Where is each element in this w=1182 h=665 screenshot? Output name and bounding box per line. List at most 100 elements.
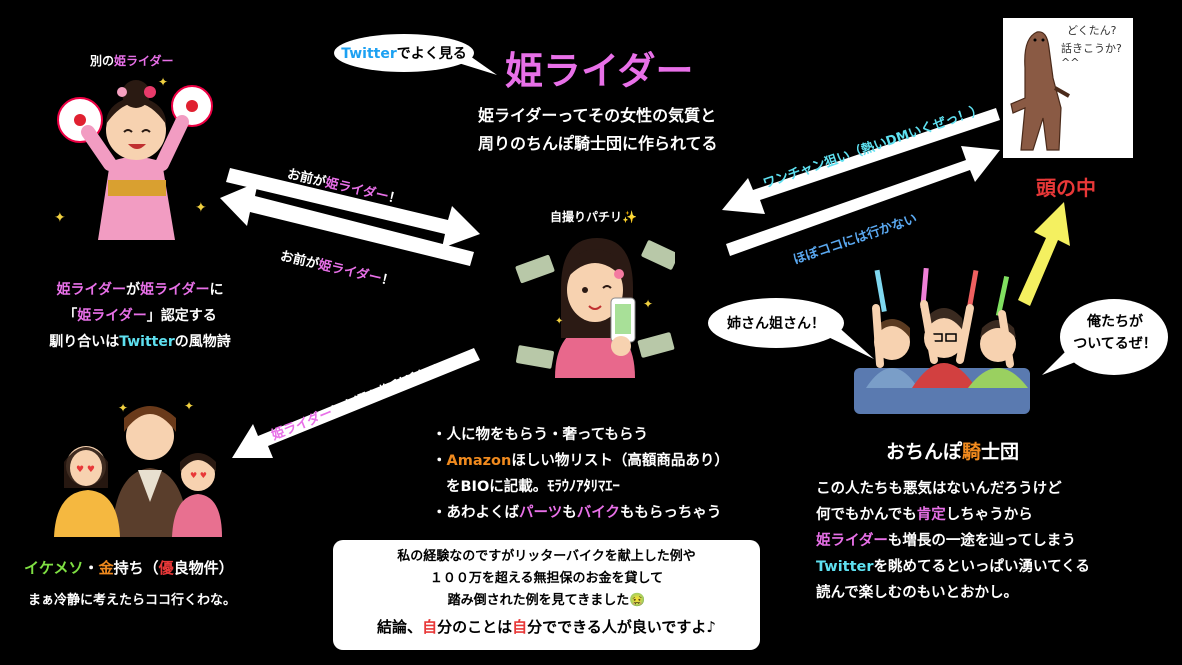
conclusion-line-3: 踏み倒された例を見てきました🤢 [333,590,760,612]
knights-illustration [852,268,1032,416]
bullet3-b: パーツ [519,505,562,521]
money-bill-icon [515,254,555,283]
cl4-e: 分でできる人が良いですよ♪ [527,618,716,636]
label-b: にも選ぶ権利がある [329,362,443,420]
knights-title: おちんぽ騎士団 [886,437,1019,464]
desc-l2-b: 姫ライダー [77,308,146,324]
desc-line-3: 馴り合いはTwitterの風物詩 [30,329,250,355]
handwritten-line-1: どくたん? [1067,22,1117,38]
desc-line-1: 姫ライダーが姫ライダーに [30,277,250,303]
knights-desc-5: 読んで楽しむのもいとおかし。 [816,580,1090,606]
conclusion-line-2: １００万を超える無担保のお金を貸して [333,568,760,590]
lb-title-e: 優 [159,559,174,577]
label-c: ！ [387,190,403,208]
bullet2-c: ほしい物リスト（高額商品あり） [511,453,729,469]
bubble-we-got-you: 俺たちが ついてるぜ！ [1060,297,1174,379]
svg-text:✦: ✦ [184,399,194,413]
desc-l1-d: に [209,282,223,298]
head-label: 頭の中 [1036,172,1096,201]
label-a: お前が [286,167,327,190]
bubble-brand: Twitter [341,46,397,62]
svg-text:✦: ✦ [195,200,207,216]
arrow-label-right-lower: ほぼココには行かない [790,208,919,268]
kd2-c: しちゃうから [946,507,1033,523]
knights-title-b: 騎 [962,441,981,463]
desc-l2-a: 「 [63,308,77,324]
arrow-label-bottom-left: 姫ライダーにも選ぶ権利がある [268,358,443,444]
label-b: 姫ライダー [324,176,390,205]
subtitle-line-1: 姫ライダーってその女性の気質と [478,102,716,126]
lb-title-f: 良物件） [174,559,234,577]
caption-prefix: 別の [90,54,114,68]
page-title: 姫ライダー [505,40,693,95]
desc-l1-a: 姫ライダー [57,282,126,298]
arrow-label-top-left: お前が姫ライダー！ [279,245,397,290]
kd4-a: Twitter [816,559,874,575]
conclusion-line-4: 結論、自分のことは自分でできる人が良いですよ♪ [333,616,760,638]
bullet-1: ・人に物をもらう・奢ってもらう [432,422,729,448]
kd2-a: 何でもかんでも [816,507,917,523]
left-bottom-desc: まぁ冷静に考えたらココ行くわな。 [28,589,236,608]
cl4-a: 結論、 [377,618,422,636]
bullet-3: ・あわよくばパーツもバイクももらっちゃう [432,500,729,526]
lb-title-d: 持ち（ [114,559,159,577]
left-bottom-title: イケメソ・金持ち（優良物件） [24,557,234,578]
other-hime-caption: 別の姫ライダー [90,52,174,69]
knights-desc-3: 姫ライダーも増長の一途を辿ってしまう [816,528,1090,554]
selfie-girl-illustration: ✦ ✦ [515,228,675,378]
svg-text:✦: ✦ [555,316,563,327]
knights-title-c: 士団 [981,441,1019,463]
label-c: ！ [380,272,396,290]
kd4-b: を眺めてるといっぱい湧いてくる [874,559,1090,575]
kimono-girl-illustration: ✦ ✦ ✦ [50,72,220,252]
bullet-2: ・Amazonほしい物リスト（高額商品あり） [432,448,729,474]
bullet3-e: ももらっちゃう [620,505,722,521]
cl4-d: 自 [512,618,527,636]
desc-l3-a: 馴り合いは [49,334,119,350]
bullet3-a: ・あわよくば [432,505,519,521]
label-a: お前が [279,249,320,272]
knights-title-a: おちんぽ [886,441,962,463]
desc-l2-c: 」認定する [147,308,217,324]
svg-text:✦: ✦ [118,401,128,415]
caption-highlight: 姫ライダー [114,54,174,68]
label-a: 姫ライダー [269,406,334,444]
bullet3-c: も [562,505,577,521]
bubble-line-2: ついてるぜ！ [1060,333,1170,355]
selfie-caption: 自撮りパチリ✨ [550,208,637,225]
bullet2-a: ・ [432,453,447,469]
head-sketch-box: どくたん? 話きこうか?^^ [1003,18,1133,158]
svg-text:✦: ✦ [643,297,653,311]
twitter-speech-bubble: Twitterでよく見る [332,33,476,73]
bubble-line-1: 俺たちが [1060,311,1170,333]
handsome-man-illustration: ♥ ♥ ♥ ♥ ✦ ✦ [52,392,222,537]
desc-line-2: 「姫ライダー」認定する [30,303,250,329]
bullet-2-line-2: をBIOに記載。ﾓﾗｳﾉｱﾀﾘﾏｴｰ [432,474,729,500]
bubble-sister: 姉さん姐さん！ [706,297,851,355]
conclusion-line-1: 私の経験なのですがリッターバイクを献上した例や [333,546,760,568]
knights-description: この人たちも悪気はないんだろうけど 何でもかんでも肯定しちゃうから 姫ライダーも… [816,476,1090,606]
heart-eyes-icon: ♥ ♥ [76,465,95,475]
desc-l3-c: の風物詩 [175,334,231,350]
subtitle-line-2: 周りのちんぽ騎士団に作られてる [478,130,718,154]
cl4-b: 自 [422,618,437,636]
knights-desc-2: 何でもかんでも肯定しちゃうから [816,502,1090,528]
svg-text:✦: ✦ [54,210,66,226]
arrow-label-right-upper: ワンチャン狙い（熱いDMいくぜっ！） [760,99,985,192]
bubble-we-got-you-text: 俺たちが ついてるぜ！ [1060,311,1170,355]
bubble-text: でよく見る [397,46,467,62]
center-bullets: ・人に物をもらう・奢ってもらう ・Amazonほしい物リスト（高額商品あり） を… [432,422,729,526]
lb-title-a: イケメソ [24,559,84,577]
desc-l1-c: 姫ライダー [140,282,209,298]
kd3-a: 姫ライダー [816,533,888,549]
knights-desc-4: Twitterを眺めてるといっぱい湧いてくる [816,554,1090,580]
bullet3-d: バイク [577,505,620,521]
arrow-label-top-right: お前が姫ライダー！ [286,163,404,208]
kd3-b: も増長の一途を辿ってしまう [888,533,1076,549]
lb-title-c: 金 [99,559,114,577]
bubble-sister-text: 姉さん姐さん！ [706,313,846,333]
svg-text:♥ ♥: ♥ ♥ [190,471,207,480]
svg-text:✦: ✦ [158,75,168,89]
cl4-c: 分のことは [437,618,512,636]
left-top-description: 姫ライダーが姫ライダーに 「姫ライダー」認定する 馴り合いはTwitterの風物… [30,277,250,355]
